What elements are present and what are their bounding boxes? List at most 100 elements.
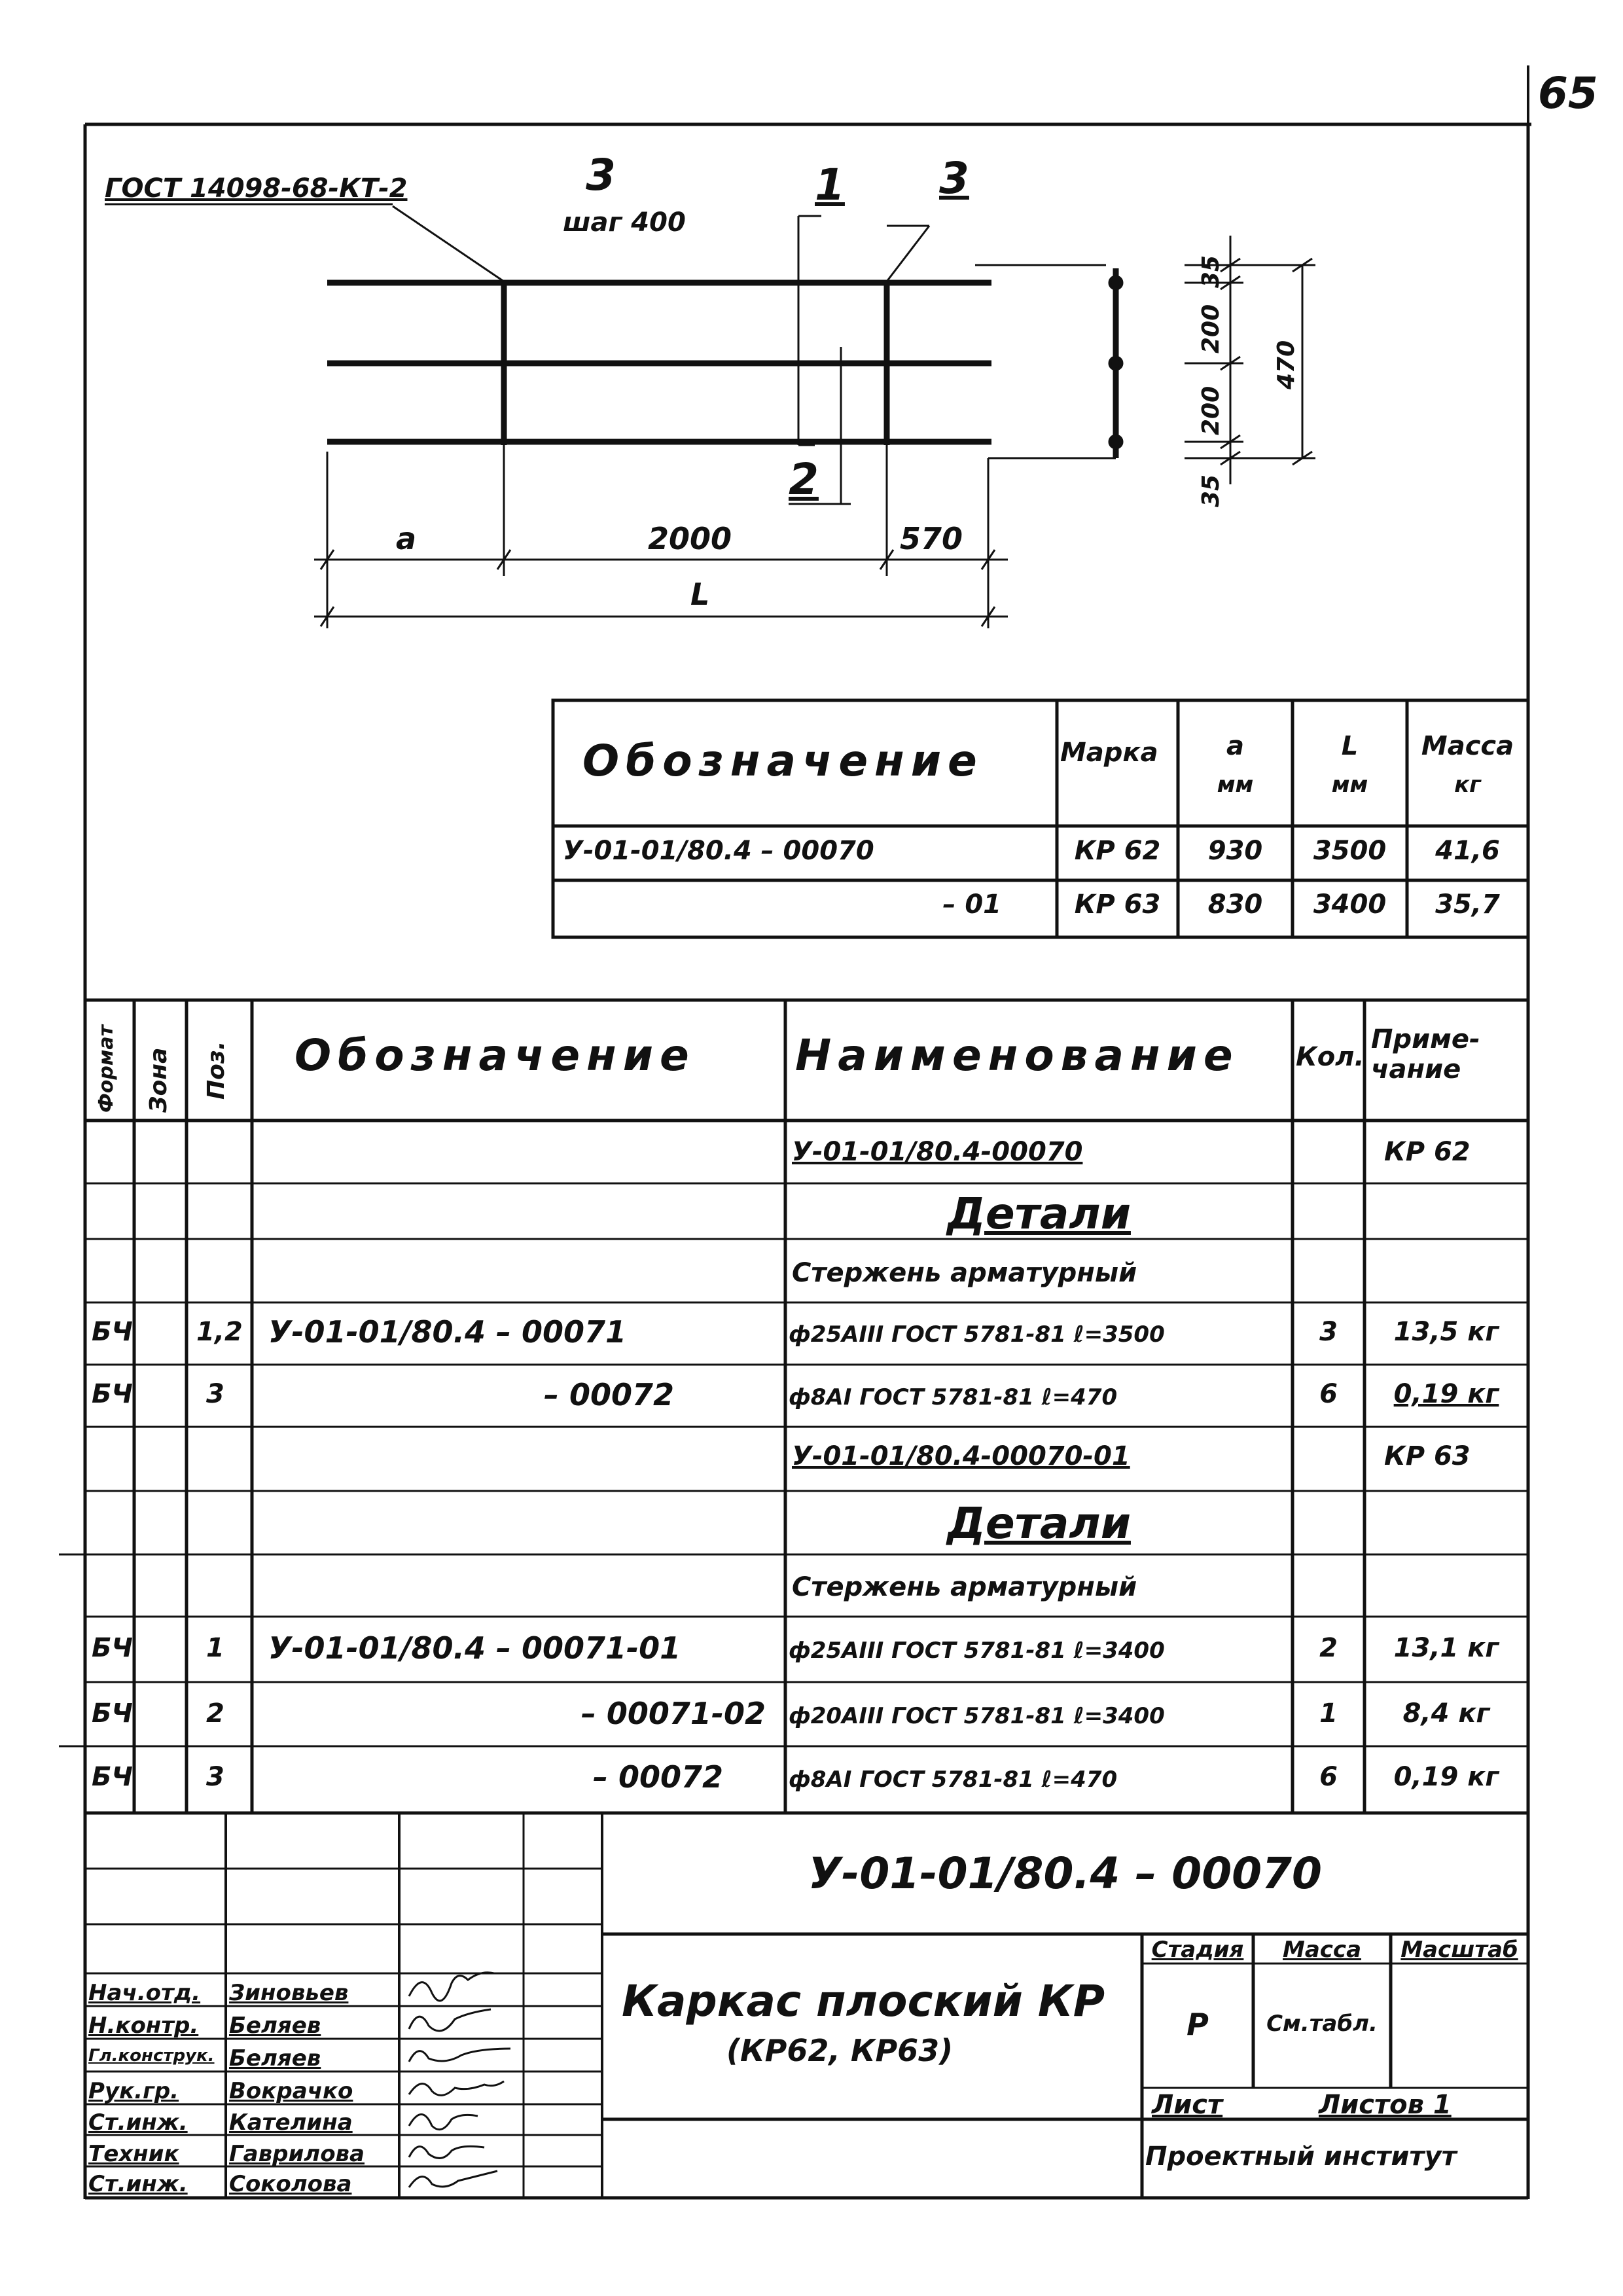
signature-6 [408,2145,485,2159]
spec-row-7-name: Детали [947,1498,1131,1549]
spec-row-9-qty: 2 [1319,1633,1338,1663]
mass-label: Масса [1282,1937,1362,1963]
person-6: Гаврилова [229,2141,365,2167]
dim-570: 570 [900,521,963,556]
role-4: Рук.гр. [88,2078,179,2104]
variants-header-mass: Масса [1421,731,1514,761]
person-2: Беляев [229,2013,321,2039]
gost-label: ГОСТ 14098-68-КТ-2 [105,173,408,204]
position-3-label: 3 [586,150,616,200]
drawing-code: У-01-01/80.4 – 00070 [808,1848,1322,1899]
spec-row-10-note: 8,4 кг [1402,1698,1490,1729]
stage-label: Стадия [1151,1937,1244,1963]
signature-4 [408,2080,505,2096]
dim-a: a [396,521,417,556]
variants-row-1-L: 3500 [1313,836,1387,866]
spec-row-10-designation: – 00071-02 [580,1696,766,1731]
spec-row-9-format: БЧ [92,1633,133,1663]
spec-row-1-name: У-01-01/80.4-00070 [792,1137,1083,1167]
spec-row-11-name: ф8АI ГОСТ 5781-81 ℓ=470 [789,1767,1118,1793]
spec-header-note: Приме-чание [1371,1024,1480,1085]
role-7: Ст.инж. [88,2171,188,2197]
organization: Проектный институт [1145,2142,1457,2172]
person-4: Вокрачко [229,2078,353,2104]
spec-row-5-pos: 3 [206,1379,224,1409]
scale-label: Масштаб [1400,1937,1518,1963]
spec-row-4-format: БЧ [92,1317,133,1347]
spec-row-4-designation: У-01-01/80.4 – 00071 [268,1314,627,1350]
spec-row-5-qty: 6 [1319,1379,1338,1409]
person-3: Беляев [229,2045,321,2072]
spec-row-8-name: Стержень арматурный [792,1572,1137,1602]
role-2: Н.контр. [88,2013,199,2039]
variants-row-1-a: 930 [1207,836,1263,866]
dim-L: L [690,577,710,612]
spec-row-11-pos: 3 [206,1762,224,1792]
variants-header-L: L [1341,731,1359,761]
role-3: Гл.конструк. [88,2046,215,2066]
variants-header-designation: Обозначение [582,736,984,786]
variants-row-1-designation: У-01-01/80.4 – 00070 [563,836,874,866]
variants-row-2-a: 830 [1207,889,1263,920]
spec-row-10-pos: 2 [206,1698,224,1729]
variants-header-mark: Марка [1060,738,1158,768]
spec-header-qty: Кол. [1296,1042,1364,1072]
signature-3 [408,2047,511,2062]
spec-header-designation: Обозначение [294,1030,696,1081]
spec-row-4-pos: 1,2 [196,1317,243,1347]
dim-2000: 2000 [648,521,732,556]
spec-row-11-qty: 6 [1319,1762,1338,1792]
spec-row-11-designation: – 00072 [592,1759,723,1795]
spec-row-6-name: У-01-01/80.4-00070-01 [792,1441,1130,1471]
variants-row-2-designation: – 01 [942,889,1001,920]
position-1-label: 1 [815,160,845,210]
spec-row-6-note: КР 63 [1384,1441,1471,1471]
spec-row-9-name: ф25АIII ГОСТ 5781-81 ℓ=3400 [789,1638,1165,1664]
stage-value: Р [1186,2007,1209,2042]
variants-row-2-mass: 35,7 [1435,889,1500,920]
spec-row-5-designation: – 00072 [543,1377,674,1412]
spec-row-9-designation: У-01-01/80.4 – 00071-01 [268,1630,681,1666]
position-2-label: 2 [789,454,819,505]
spec-row-10-name: ф20АIII ГОСТ 5781-81 ℓ=3400 [789,1703,1165,1729]
spec-row-4-qty: 3 [1319,1317,1338,1347]
person-1: Зиновьев [229,1980,349,2006]
drawing-title-line-2: (КР62, КР63) [726,2033,954,2068]
signature-5 [408,2113,478,2131]
sheet-label: Лист [1152,2090,1223,2120]
spec-row-9-pos: 1 [206,1633,224,1663]
signature-2 [408,2008,491,2032]
person-5: Кателина [229,2109,353,2136]
signature-1 [408,1971,495,2002]
spec-header-name: Наименование [795,1030,1240,1081]
variants-header-a: a [1226,731,1244,761]
spec-row-5-format: БЧ [92,1379,133,1409]
spec-row-2-name: Детали [947,1189,1131,1239]
spec-row-5-note: 0,19 кг [1393,1379,1499,1409]
signature-7 [408,2170,498,2188]
step-label: шаг 400 [563,207,686,238]
role-6: Техник [88,2141,179,2167]
variants-row-1-mark: КР 62 [1074,836,1161,866]
role-1: Нач.отд. [88,1980,201,2006]
sheet-number: 65 [1538,68,1598,118]
spec-row-11-note: 0,19 кг [1393,1762,1499,1792]
drawing-title-line-1: Каркас плоский КР [622,1976,1105,2026]
spec-row-4-name: ф25АIII ГОСТ 5781-81 ℓ=3500 [789,1321,1165,1348]
spec-row-3-name: Стержень арматурный [792,1258,1137,1288]
variants-row-1-mass: 41,6 [1435,836,1500,866]
spec-row-4-note: 13,5 кг [1393,1317,1499,1347]
spec-row-1-note: КР 62 [1384,1137,1471,1167]
mass-value: См.табл. [1266,2011,1378,2037]
person-7: Соколова [229,2171,352,2197]
spec-row-5-name: ф8АI ГОСТ 5781-81 ℓ=470 [789,1384,1118,1410]
spec-row-10-format: БЧ [92,1698,133,1729]
spec-row-10-qty: 1 [1319,1698,1338,1729]
variants-header-a-unit: мм [1217,772,1254,798]
role-5: Ст.инж. [88,2109,188,2136]
spec-row-9-note: 13,1 кг [1393,1633,1499,1663]
sheets-label: Листов 1 [1319,2090,1452,2120]
